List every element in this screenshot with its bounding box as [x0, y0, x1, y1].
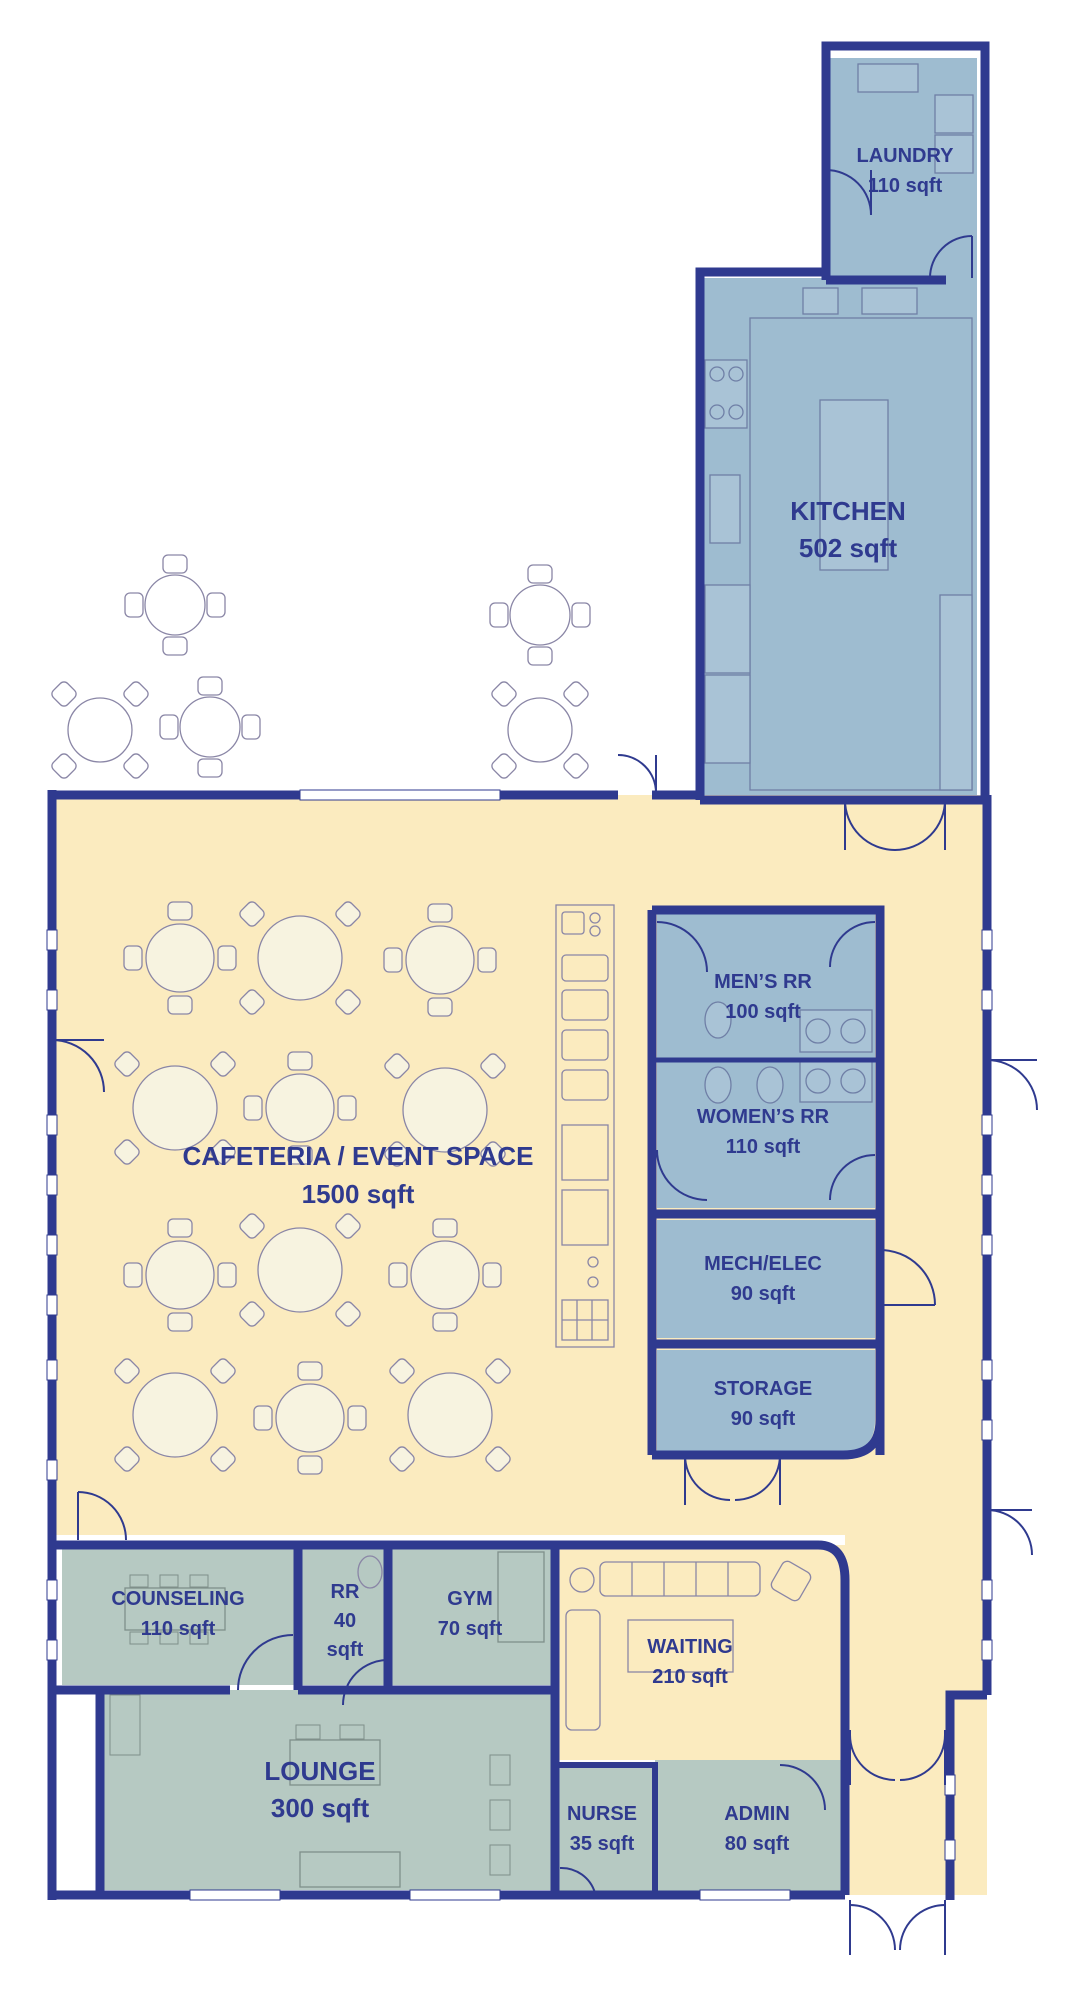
kitchen-name: KITCHEN	[790, 496, 906, 526]
lounge-furniture	[109, 1694, 511, 1888]
laundry-name: LAUNDRY	[856, 145, 954, 167]
laundry-area: 110 sqft	[868, 175, 943, 197]
counseling-table	[124, 1574, 226, 1645]
lounge-area: 300 sqft	[271, 1793, 370, 1823]
kitchen-equipment	[704, 287, 973, 791]
cafeteria-area: 1500 sqft	[302, 1179, 415, 1209]
counseling-area: 110 sqft	[141, 1618, 216, 1640]
womens-rr-name: WOMEN’S RR	[697, 1106, 830, 1128]
patio-table	[489, 679, 591, 781]
cafeteria-name: CAFETERIA / EVENT SPACE	[182, 1141, 533, 1171]
kitchen-area: 502 sqft	[799, 533, 898, 563]
gym-area: 70 sqft	[438, 1618, 503, 1640]
patio-table	[489, 564, 591, 666]
doors	[51, 169, 1038, 1955]
serving-counter	[555, 904, 615, 1348]
windows	[46, 789, 993, 1901]
gym-floor	[388, 1545, 555, 1685]
lounge-floor	[100, 1690, 555, 1890]
storage-floor	[657, 1350, 875, 1452]
restroom-fixtures	[357, 1001, 873, 1589]
nurse-name: NURSE	[567, 1803, 637, 1825]
admin-name: ADMIN	[724, 1803, 790, 1825]
admin-area: 80 sqft	[725, 1833, 790, 1855]
laundry-equipment	[857, 63, 974, 174]
east-corridor-floor	[845, 1535, 987, 1895]
admin-floor	[655, 1760, 845, 1893]
rr-name: RR	[331, 1581, 360, 1603]
counseling-name: COUNSELING	[111, 1588, 244, 1610]
womens-rr-area: 110 sqft	[726, 1136, 801, 1158]
storage-area: 90 sqft	[731, 1408, 796, 1430]
storage-name: STORAGE	[714, 1378, 813, 1400]
waiting-floor	[555, 1545, 845, 1760]
patio-table	[159, 676, 261, 778]
counseling-floor	[62, 1545, 298, 1685]
lounge-name: LOUNGE	[264, 1756, 375, 1786]
walls	[47, 41, 992, 1900]
nurse-floor	[555, 1768, 655, 1893]
patio-table	[49, 679, 151, 781]
gym-equipment	[497, 1551, 545, 1643]
waiting-name: WAITING	[647, 1636, 733, 1658]
waiting-area: 210 sqft	[652, 1666, 728, 1688]
rr-area-number: 40	[334, 1610, 356, 1632]
mech-name: MECH/ELEC	[704, 1253, 822, 1275]
nurse-area: 35 sqft	[570, 1833, 635, 1855]
mens-rr-name: MEN’S RR	[714, 971, 812, 993]
waiting-furniture	[565, 1560, 812, 1731]
mens-rr-area: 100 sqft	[725, 1001, 801, 1023]
mech-floor	[657, 1220, 875, 1338]
patio-table	[124, 554, 226, 656]
gym-name: GYM	[447, 1588, 493, 1610]
rr-area-unit: sqft	[327, 1639, 364, 1661]
mech-area: 90 sqft	[731, 1283, 796, 1305]
